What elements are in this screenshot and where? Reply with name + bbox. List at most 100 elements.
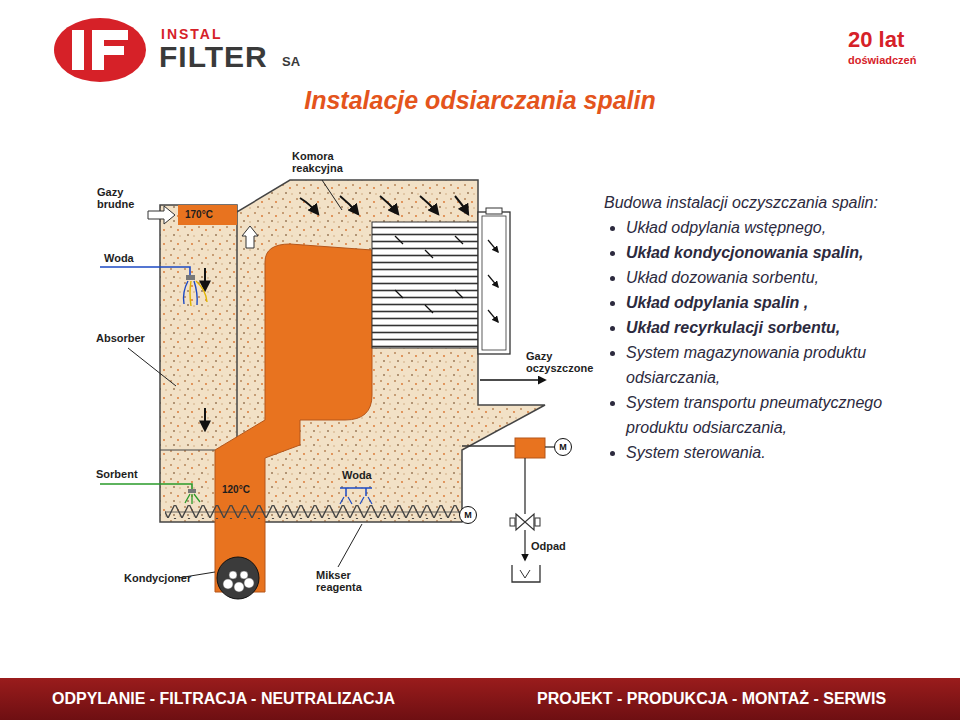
list-item: Układ odpylania wstępnego, xyxy=(626,215,889,240)
part-label: Woda xyxy=(340,469,374,481)
plant-drawing-part-part xyxy=(488,240,498,252)
plant-drawing-part xyxy=(165,512,461,513)
plant-drawing-part-part xyxy=(190,281,191,306)
list-item: System transportu pneumatycznego produkt… xyxy=(626,390,889,440)
plant-drawing-part xyxy=(215,244,372,592)
part-label: Gazy oczyszczone xyxy=(526,350,590,374)
company-logo xyxy=(54,18,146,82)
plant-drawing-part xyxy=(524,530,525,560)
plant-drawing-part-part xyxy=(229,571,237,579)
plant-drawing-part-part xyxy=(184,281,189,304)
plant-drawing-part xyxy=(300,196,468,214)
plant-drawing-part-part xyxy=(425,250,433,258)
plant-drawing-part xyxy=(160,450,215,451)
list-heading: Budowa instalacji oczyszczania spalin: xyxy=(604,190,889,215)
plant-drawing-part-part xyxy=(348,497,352,504)
plant-drawing-part xyxy=(515,438,545,458)
plant-drawing-part-part xyxy=(395,236,403,244)
motor-label: M xyxy=(559,442,567,452)
slide-title: Instalacje odsiarczania spalin xyxy=(0,86,960,115)
part-label: Gazy brudne xyxy=(97,186,137,210)
plant-drawing-part xyxy=(545,446,554,447)
plant-drawing-part xyxy=(488,240,498,322)
logo-text: FILTER xyxy=(159,41,268,73)
plant-drawing-part xyxy=(236,212,238,450)
part-label: 170°C xyxy=(185,209,213,220)
list-item: System magazynowania produktu odsiarczan… xyxy=(626,340,889,390)
part-label: Absorber xyxy=(96,332,145,344)
part-label: Sorbent xyxy=(96,468,138,480)
plant-drawing-part xyxy=(186,275,195,280)
plant-drawing-part-part xyxy=(455,290,463,298)
plant-drawing-part-part xyxy=(322,180,342,210)
component-list: Budowa instalacji oczyszczania spalin:Uk… xyxy=(604,190,889,465)
plant-drawing-part-part xyxy=(196,281,207,302)
motor-label: M xyxy=(464,510,472,520)
company-logo-part xyxy=(92,30,128,70)
list-item: Układ odpylania spalin , xyxy=(626,290,889,315)
plant-drawing-part xyxy=(510,518,515,526)
plant-drawing-part-part xyxy=(340,196,358,214)
slogan-text: PROJEKT - PRODUKCJA - MONTAŻ - SERWIS xyxy=(537,690,886,708)
plant-drawing-part-part xyxy=(425,305,433,313)
plant-drawing-part xyxy=(340,497,372,504)
plant-drawing-part-part xyxy=(455,236,463,244)
plant-drawing-part-part xyxy=(360,497,364,504)
part-label: Mikser reagenta xyxy=(316,569,366,593)
plant-drawing-part-part xyxy=(455,196,468,214)
company-logo-part xyxy=(54,18,146,82)
logo-text: SA xyxy=(282,55,300,69)
motor-symbol: M xyxy=(459,506,477,524)
plant-drawing-part-part xyxy=(128,348,176,386)
plant-drawing-part-part xyxy=(380,196,398,214)
plant-drawing-part xyxy=(486,208,502,214)
part-label: Odpad xyxy=(531,540,566,552)
logo-text: doświadczeń xyxy=(848,54,916,66)
plant-drawing-part xyxy=(184,281,208,306)
part-label: Woda xyxy=(104,252,134,264)
slogan-text: ODPYLANIE - FILTRACJA - NEUTRALIZACJA xyxy=(52,690,395,708)
plant-drawing-part-part xyxy=(191,494,192,504)
part-label: Komora reakcyjna xyxy=(292,150,348,174)
plant-drawing-part xyxy=(462,445,515,446)
plant-drawing-part xyxy=(185,494,200,504)
plant-drawing-part-part xyxy=(488,275,498,287)
plant-drawing-part-part xyxy=(185,494,190,503)
plant-drawing-part-part xyxy=(194,281,197,305)
plant-drawing-part xyxy=(516,514,534,530)
plant-drawing-part xyxy=(372,222,478,348)
part-label: Kondycjoner xyxy=(124,572,191,584)
plant-drawing-part-part xyxy=(368,497,372,504)
plant-drawing-part xyxy=(482,216,506,350)
plant-drawing-part xyxy=(165,505,461,519)
plant-drawing-part xyxy=(524,458,525,514)
plant-drawing-part xyxy=(217,557,259,599)
plant-drawing-part-part xyxy=(244,578,254,588)
motor-symbol: M xyxy=(554,438,572,456)
plant-drawing-part-part xyxy=(488,310,498,322)
plant-drawing-part xyxy=(520,570,530,578)
list-item: Układ dozowania sorbentu, xyxy=(626,265,889,290)
plant-drawing-part-part xyxy=(204,268,206,290)
logo-text: INSTAL xyxy=(161,27,223,42)
plant-drawing-part xyxy=(395,236,463,313)
list-item: System sterowania. xyxy=(626,440,889,465)
plant-drawing-part xyxy=(223,571,254,592)
footer-band: ODPYLANIE - FILTRACJA - NEUTRALIZACJA PRO… xyxy=(0,678,960,720)
plant-drawing-part xyxy=(480,379,545,381)
plant-drawing-part xyxy=(478,212,510,354)
list-item: Układ recyrkulacji sorbentu, xyxy=(626,315,889,340)
plant-drawing-part-part xyxy=(340,497,344,504)
plant-drawing-part-part xyxy=(338,524,362,567)
bullet-list: Układ odpylania wstępnego,Układ kondycjo… xyxy=(604,215,889,465)
plant-drawing-part-part xyxy=(420,196,438,214)
plant-drawing-part xyxy=(148,206,175,224)
plant-drawing-part-part xyxy=(204,408,206,430)
plant-drawing-part xyxy=(128,180,362,578)
list-item: Układ kondycjonowania spalin, xyxy=(626,240,889,265)
plant-drawing-part-part xyxy=(234,582,244,592)
plant-drawing-part xyxy=(100,484,192,490)
plant-drawing-part xyxy=(340,488,372,496)
company-logo-part xyxy=(72,30,84,70)
